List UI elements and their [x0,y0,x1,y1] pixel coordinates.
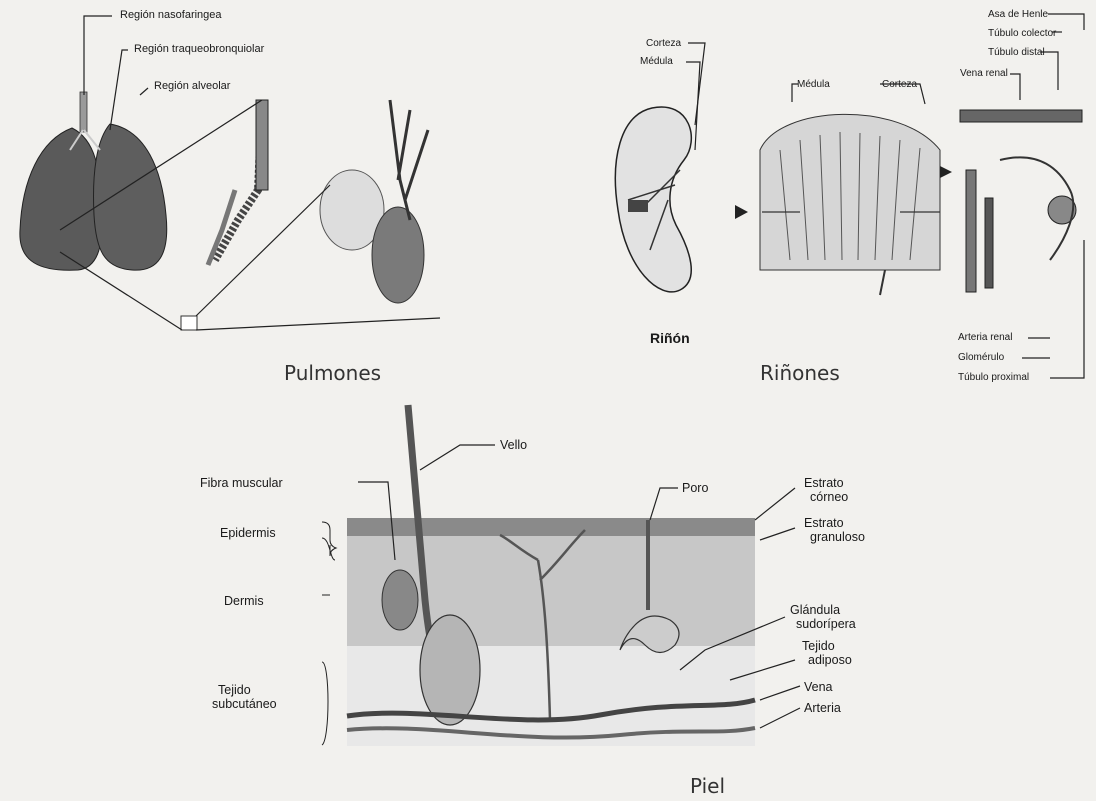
label-region-nasofaringea: Región nasofaringea [120,9,222,21]
label-epidermis: Epidermis [220,526,276,540]
label-tubulo-distal: Túbulo distal [988,47,1045,58]
caption-piel: Piel [690,774,725,798]
label-rinon: Riñón [650,330,690,346]
label-tejido-adiposo-line1: Tejido [802,639,835,653]
label-corteza-left: Corteza [646,38,681,49]
label-arteria-renal: Arteria renal [958,332,1012,343]
caption-rinones: Riñones [760,361,840,385]
label-tubulo-colector: Túbulo colector [988,28,1056,39]
label-tejido-adiposo-line2: adiposo [808,653,852,667]
label-medula-left: Médula [640,56,673,67]
label-tejido-subcutaneo-line1: Tejido [218,683,251,697]
label-vena: Vena [804,680,833,694]
label-region-alveolar: Región alveolar [154,80,230,92]
stratum-corneum [347,518,755,536]
label-estrato-corneo-line1: Estrato [804,476,844,490]
label-glomerulo: Glomérulo [958,352,1004,363]
kidneys-illustration [615,14,1084,378]
label-glandula-line2: sudorípera [796,617,856,631]
label-asa-de-henle: Asa de Henle [988,9,1048,20]
label-glandula-line1: Glándula [790,603,840,617]
label-estrato-granuloso-line2: granuloso [810,530,865,544]
label-dermis: Dermis [224,594,264,608]
label-estrato-granuloso-line1: Estrato [804,516,844,530]
label-tubulo-proximal: Túbulo proximal [958,372,1029,383]
label-tejido-subcutaneo-line2: subcutáneo [212,697,277,711]
label-vena-renal: Vena renal [960,68,1008,79]
lungs-illustration [20,16,440,330]
label-poro: Poro [682,481,708,495]
label-arteria: Arteria [804,701,841,715]
label-region-traqueobronquiolar: Región traqueobronquiolar [134,43,264,55]
label-estrato-corneo-line2: córneo [810,490,848,504]
caption-pulmones: Pulmones [284,361,381,385]
label-medula-mid: Médula [797,79,830,90]
label-fibra-muscular: Fibra muscular [200,476,283,490]
label-corteza-mid: Corteza [882,79,917,90]
skin-illustration [322,405,800,746]
label-vello: Vello [500,438,527,452]
